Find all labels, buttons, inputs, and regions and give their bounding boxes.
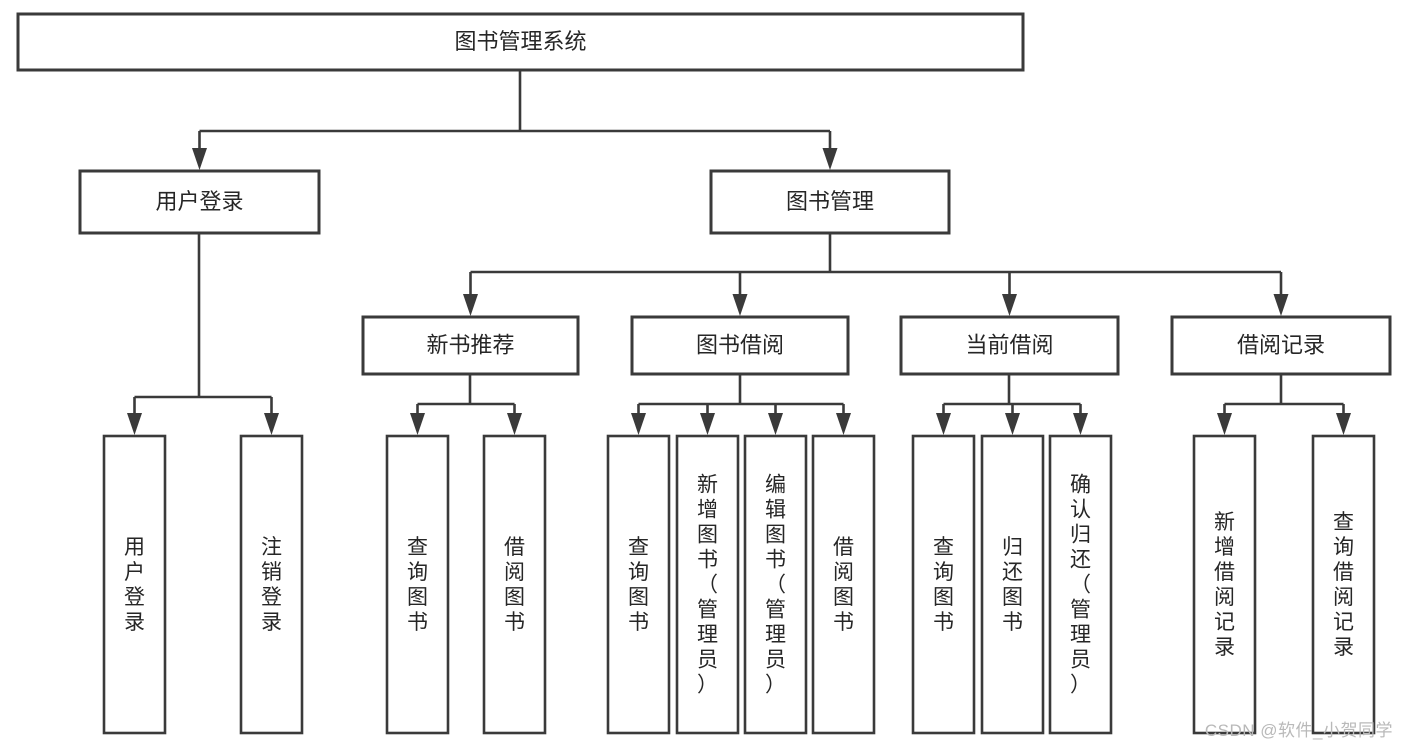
arrow-head-icon [631, 413, 646, 435]
node-label-root: 图书管理系统 [454, 29, 586, 54]
arrow-head-icon [192, 148, 207, 170]
node-label-leaf-confirm-return: 确认归还（管理员） [1070, 474, 1091, 697]
node-leaf-borrow-book-recommend[interactable]: 借阅图书 [482, 434, 547, 735]
node-leaf-user-logout[interactable]: 注销登录 [239, 434, 304, 735]
arrow-head-icon [836, 413, 851, 435]
arrow-head-icon [768, 413, 783, 435]
node-leaf-query-book-recommend[interactable]: 查询图书 [385, 434, 450, 735]
node-leaf-query-book-current[interactable]: 查询图书 [911, 434, 976, 735]
node-label-leaf-user-login: 用户登录 [124, 536, 145, 634]
node-box-leaf-borrow-book-recommend [482, 434, 547, 735]
arrow-head-icon [700, 413, 715, 435]
node-box-leaf-return-book [980, 434, 1045, 735]
connector-layer [127, 70, 1351, 435]
node-leaf-return-book[interactable]: 归还图书 [980, 434, 1045, 735]
node-box-borrow-record [1170, 315, 1392, 376]
connector-conn-recommend [410, 374, 522, 435]
arrow-head-icon [127, 413, 142, 435]
node-leaf-user-login[interactable]: 用户登录 [102, 434, 167, 735]
arrow-head-icon [264, 413, 279, 435]
node-borrow-record[interactable]: 借阅记录 [1170, 315, 1392, 376]
node-box-leaf-query-book-recommend [385, 434, 450, 735]
arrow-head-icon [1273, 294, 1289, 316]
arrow-head-icon [463, 294, 478, 316]
node-label-user-login: 用户登录 [155, 189, 243, 214]
connector-conn-borrow [631, 374, 851, 435]
node-label-new-book-recommend: 新书推荐 [426, 332, 514, 357]
node-box-leaf-edit-book [743, 434, 808, 735]
node-label-book-borrow: 图书借阅 [696, 332, 784, 357]
node-leaf-add-book[interactable]: 新增图书（管理员） [675, 434, 740, 735]
arrow-head-icon [1073, 413, 1088, 435]
node-root[interactable]: 图书管理系统 [16, 12, 1025, 72]
node-new-book-recommend[interactable]: 新书推荐 [361, 315, 580, 376]
node-label-borrow-record: 借阅记录 [1237, 332, 1325, 357]
connector-conn-record [1217, 374, 1351, 435]
arrow-head-icon [410, 413, 425, 435]
arrow-head-icon [822, 148, 838, 170]
node-label-leaf-query-book-current: 查询图书 [933, 536, 954, 634]
node-box-leaf-query-book-borrow [606, 434, 671, 735]
node-label-leaf-add-borrow-record: 新增借阅记录 [1214, 511, 1235, 659]
connector-conn-user-login [127, 233, 279, 435]
node-box-new-book-recommend [361, 315, 580, 376]
node-leaf-edit-book[interactable]: 编辑图书（管理员） [743, 434, 808, 735]
arrow-head-icon [1002, 294, 1017, 316]
node-label-book-manage: 图书管理 [786, 189, 874, 214]
node-current-borrow[interactable]: 当前借阅 [899, 315, 1120, 376]
arrow-head-icon [1217, 413, 1232, 435]
arrow-head-icon [732, 294, 748, 316]
node-label-current-borrow: 当前借阅 [965, 332, 1053, 357]
node-box-leaf-add-borrow-record [1192, 434, 1257, 735]
node-box-leaf-user-logout [239, 434, 304, 735]
node-label-leaf-borrow-book: 借阅图书 [833, 536, 854, 634]
node-book-manage[interactable]: 图书管理 [709, 169, 951, 235]
node-box-leaf-borrow-book [811, 434, 876, 735]
arrow-head-icon [1336, 413, 1351, 435]
node-box-user-login [78, 169, 321, 235]
node-box-leaf-user-login [102, 434, 167, 735]
node-box-book-borrow [630, 315, 850, 376]
connector-conn-current [936, 374, 1088, 435]
arrow-head-icon [1005, 413, 1020, 435]
node-box-leaf-add-book [675, 434, 740, 735]
node-label-leaf-query-borrow-record: 查询借阅记录 [1333, 511, 1354, 659]
node-leaf-query-book-borrow[interactable]: 查询图书 [606, 434, 671, 735]
connector-conn-root [192, 70, 838, 170]
node-box-book-manage [709, 169, 951, 235]
arrow-head-icon [507, 413, 522, 435]
watermark-text: CSDN @软件_小贺同学 [1204, 721, 1393, 740]
node-box-leaf-confirm-return [1048, 434, 1113, 735]
node-label-leaf-add-book: 新增图书（管理员） [697, 474, 718, 697]
node-user-login[interactable]: 用户登录 [78, 169, 321, 235]
node-layer: 图书管理系统用户登录图书管理新书推荐图书借阅当前借阅借阅记录用户登录注销登录查询… [16, 12, 1392, 735]
node-leaf-borrow-book[interactable]: 借阅图书 [811, 434, 876, 735]
node-book-borrow[interactable]: 图书借阅 [630, 315, 850, 376]
node-label-leaf-return-book: 归还图书 [1002, 536, 1023, 634]
node-leaf-add-borrow-record[interactable]: 新增借阅记录 [1192, 434, 1257, 735]
node-box-current-borrow [899, 315, 1120, 376]
node-label-leaf-borrow-book-recommend: 借阅图书 [504, 536, 525, 634]
node-label-leaf-query-book-recommend: 查询图书 [407, 536, 428, 634]
node-leaf-query-borrow-record[interactable]: 查询借阅记录 [1311, 434, 1376, 735]
node-box-root [16, 12, 1025, 72]
node-label-leaf-edit-book: 编辑图书（管理员） [765, 474, 786, 697]
node-label-leaf-user-logout: 注销登录 [261, 536, 282, 634]
arrow-head-icon [936, 413, 951, 435]
node-box-leaf-query-book-current [911, 434, 976, 735]
connector-conn-book-manage [463, 233, 1289, 316]
node-box-leaf-query-borrow-record [1311, 434, 1376, 735]
node-label-leaf-query-book-borrow: 查询图书 [628, 536, 649, 634]
node-leaf-confirm-return[interactable]: 确认归还（管理员） [1048, 434, 1113, 735]
